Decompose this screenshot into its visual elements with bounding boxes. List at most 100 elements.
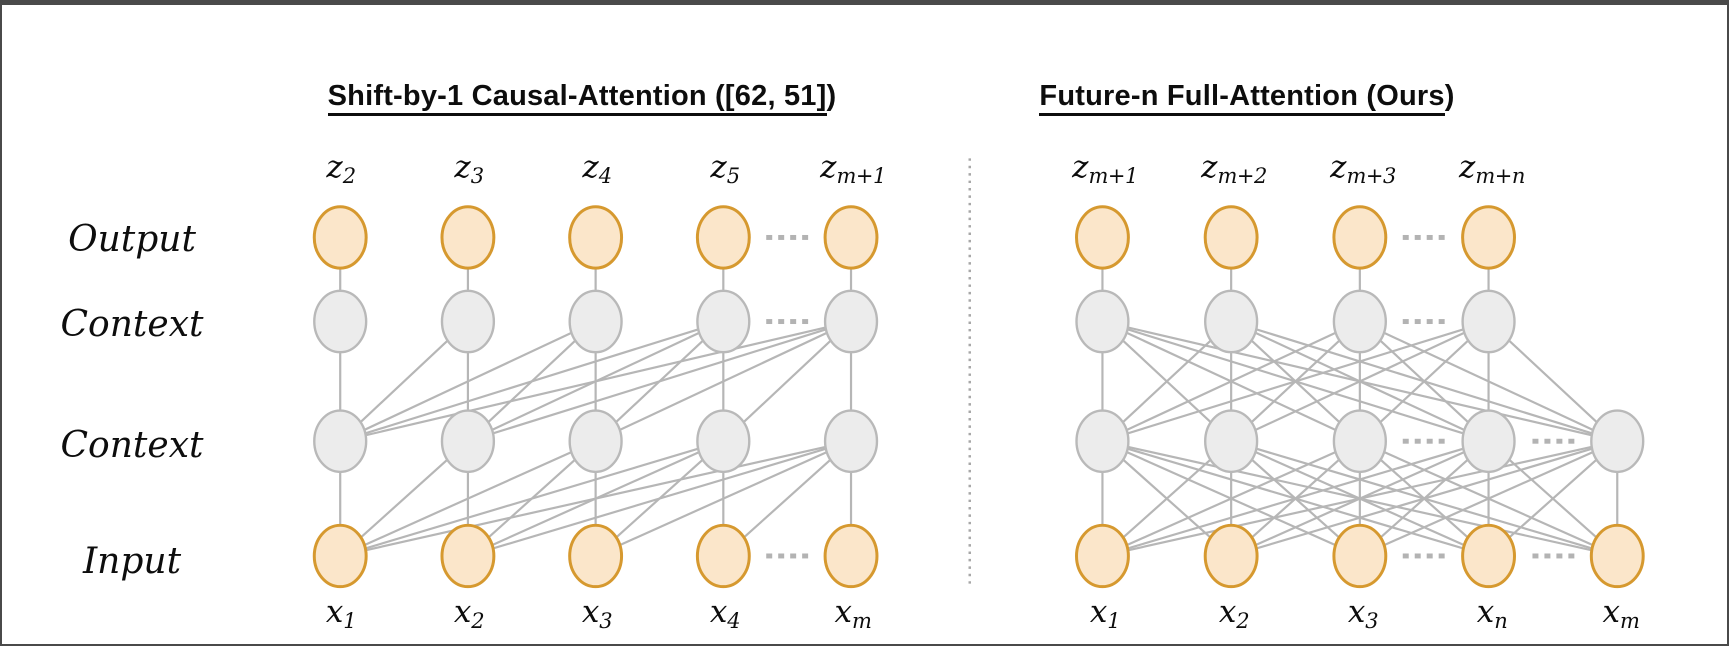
ellipsis-dot <box>1414 319 1421 325</box>
ellipsis-dot <box>1438 553 1445 559</box>
node-label: x2 <box>1164 591 1304 633</box>
node-label: xm <box>1551 591 1691 633</box>
ellipsis-dots <box>766 319 809 325</box>
attention-edge <box>1102 440 1489 558</box>
network-node-context <box>1590 409 1645 474</box>
attention-edge <box>1102 440 1618 558</box>
network-node-context <box>568 289 623 354</box>
node-label-base: x <box>1218 594 1237 630</box>
attention-edge <box>339 440 724 558</box>
ellipsis-dot <box>1414 438 1421 444</box>
ellipsis-dot <box>1438 319 1445 325</box>
node-label-subscript: 3 <box>470 164 484 188</box>
ellipsis-dot <box>1426 438 1433 444</box>
node-label-base: z <box>1072 149 1089 185</box>
node-label-subscript: m+1 <box>836 164 886 188</box>
network-node-output <box>1075 205 1130 270</box>
attention-edge <box>722 320 852 443</box>
title-underline: Shift-by-1 Causal-Attention ([62, 51] <box>327 80 827 116</box>
network-node-context <box>1204 289 1259 354</box>
network-node-output <box>823 205 879 270</box>
network-node-context <box>440 289 496 354</box>
node-label: z4 <box>527 146 667 188</box>
node-label-subscript: 3 <box>599 609 613 633</box>
node-label-base: z <box>710 149 727 185</box>
ellipsis-dot <box>802 319 809 325</box>
node-label-subscript: m+1 <box>1088 164 1138 188</box>
attention-edge <box>339 320 469 443</box>
network-node-input <box>1332 523 1388 589</box>
network-node-context <box>1075 289 1130 354</box>
node-label-subscript: m <box>852 609 872 633</box>
network-node-input <box>568 523 624 589</box>
node-label-subscript: m+3 <box>1346 164 1396 188</box>
node-label-subscript: 1 <box>343 609 357 633</box>
node-label-base: x <box>709 594 728 630</box>
network-node-context <box>823 289 879 354</box>
title-text: Shift-by-1 Causal-Attention ([ <box>327 80 735 112</box>
node-label-subscript: m+2 <box>1217 164 1267 188</box>
attention-edge <box>1359 440 1618 557</box>
node-label: x3 <box>1293 591 1433 633</box>
row-label-input: Input <box>82 541 182 582</box>
network-node-context <box>1204 409 1259 474</box>
attention-edges <box>339 237 1619 558</box>
node-label: x4 <box>655 591 795 633</box>
attention-edge <box>339 440 597 557</box>
node-label-base: z <box>326 149 343 185</box>
ellipsis-dot <box>1402 319 1409 325</box>
ellipsis-dots <box>1402 234 1445 240</box>
network-node-input <box>312 523 368 589</box>
ellipsis-dot <box>1568 553 1575 559</box>
node-label-subscript: 4 <box>598 164 612 188</box>
ellipsis-dot <box>1556 438 1563 444</box>
ellipsis-dot <box>1544 553 1551 559</box>
node-label: x1 <box>271 591 411 633</box>
network-node-input <box>1203 523 1259 589</box>
network-node-input <box>1589 523 1645 589</box>
attention-edge <box>1101 440 1361 557</box>
citation-ref-62[interactable]: 62 <box>734 80 768 112</box>
title-text: ) <box>826 80 837 112</box>
network-node-input <box>1075 523 1130 589</box>
node-label-base: x <box>325 594 344 630</box>
ellipsis-dot <box>1568 438 1575 444</box>
node-label-base: x <box>581 594 600 630</box>
citation-ref-51[interactable]: 51 <box>783 80 817 112</box>
ellipsis-dot <box>1426 319 1433 325</box>
node-label: zm+2 <box>1164 146 1304 188</box>
attention-edge <box>1101 320 1232 443</box>
node-label-subscript: 4 <box>727 609 741 633</box>
ellipsis-dot <box>766 319 773 325</box>
network-node-input <box>1461 523 1516 589</box>
node-label-subscript: 2 <box>471 609 485 633</box>
network-node-context <box>440 409 496 474</box>
attention-edge <box>1487 320 1619 443</box>
ellipsis-dot <box>790 319 797 325</box>
ellipsis-dot <box>778 553 785 559</box>
node-label-subscript: m <box>1620 609 1640 633</box>
node-label-base: x <box>834 594 853 630</box>
attention-network-diagram <box>312 158 1645 589</box>
network-node-context <box>1461 409 1516 474</box>
network-node-context <box>696 289 751 354</box>
row-label-context-2: Context <box>60 425 204 466</box>
node-label-base: z <box>1330 149 1347 185</box>
network-node-input <box>695 523 751 589</box>
attention-edge <box>595 440 852 557</box>
network-node-output <box>312 205 368 270</box>
node-label-base: z <box>1201 149 1218 185</box>
node-label: z3 <box>399 146 539 188</box>
attention-edge <box>467 440 852 558</box>
ellipsis-dots <box>766 234 809 240</box>
ellipsis-dot <box>778 234 785 240</box>
network-node-context <box>313 409 368 474</box>
ellipsis-dot <box>1532 438 1539 444</box>
node-label-subscript: 3 <box>1365 609 1379 633</box>
node-label-base: z <box>582 149 599 185</box>
network-node-output <box>695 205 751 270</box>
attention-edge <box>1230 320 1490 443</box>
ellipsis-dots <box>1532 553 1575 559</box>
ellipsis-dot <box>790 553 797 559</box>
network-node-context <box>696 409 751 474</box>
